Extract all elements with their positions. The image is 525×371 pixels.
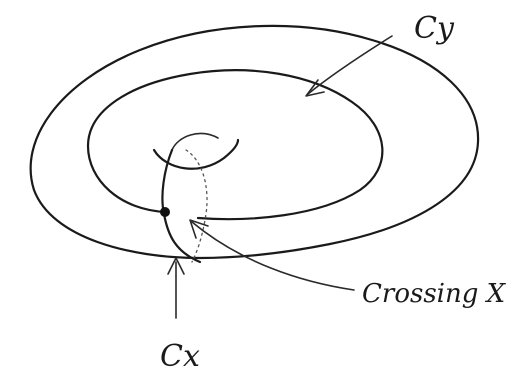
arrow-cy-head — [305, 79, 325, 97]
curve-cx-back — [185, 149, 208, 263]
label-cx: Cx — [160, 339, 200, 371]
arrow-cy-shaft — [307, 35, 393, 95]
label-cy: Cy — [414, 11, 455, 46]
arrow-cx-head — [167, 257, 185, 275]
arrow-crossing-shaft — [191, 221, 355, 291]
inner-contour — [86, 69, 384, 221]
label-crossing: Crossing X — [362, 279, 507, 309]
outer-contour — [29, 24, 480, 260]
crossing-point — [160, 207, 170, 217]
hole-crescent-top — [171, 132, 219, 151]
arrow-crossing-head — [189, 219, 209, 239]
